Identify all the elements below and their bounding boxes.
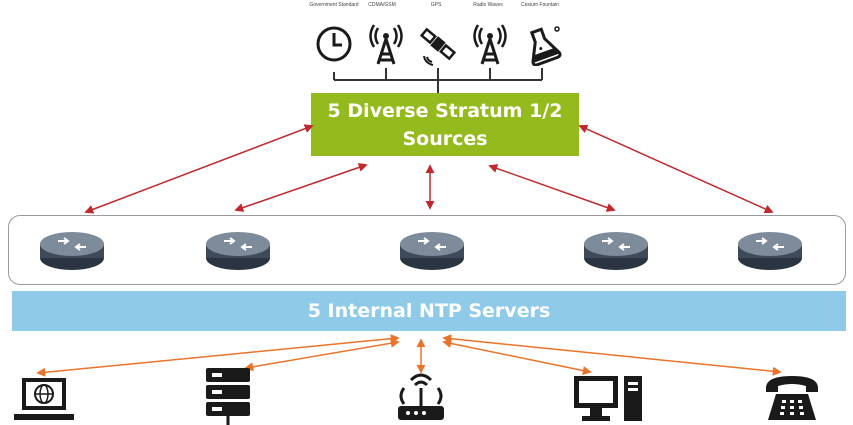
arrow-ntp-client-2: [244, 338, 400, 372]
arrow-ntp-client-4: [442, 339, 592, 375]
source-label-cesium: Cesium Fountain: [521, 2, 559, 8]
desktop-computer-icon: [574, 376, 642, 421]
antenna-icon: [473, 24, 507, 65]
source-label-cdma: CDMA/GSM: [368, 2, 396, 8]
radio-tower-icon: [369, 24, 403, 65]
laptop-globe-icon: [14, 378, 74, 420]
router-icon: [584, 232, 648, 270]
source-label-gps: GPS: [430, 2, 442, 8]
arrow-stratum-router-5: [578, 124, 774, 214]
router-icon: [40, 232, 104, 270]
stratum-sources-box: 5 Diverse Stratum 1/2 Sources: [311, 93, 579, 156]
server-rack-icon: [206, 368, 250, 425]
router-icon: [738, 232, 802, 270]
flask-icon: [529, 26, 562, 66]
source-label-radio: Radio Waves: [473, 2, 503, 8]
clock-icon: [316, 26, 352, 62]
router-icon: [400, 232, 464, 270]
arrow-stratum-router-2: [234, 163, 368, 212]
arrow-stratum-router-4: [488, 164, 616, 212]
telephone-icon: [766, 376, 818, 420]
stratum-line-2: Sources: [402, 128, 488, 150]
satellite-icon: [419, 27, 457, 66]
ntp-servers-bar: 5 Internal NTP Servers: [12, 291, 846, 331]
router-icon: [206, 232, 270, 270]
stratum-line-1: 5 Diverse Stratum 1/2: [327, 100, 563, 122]
source-label-government: Government Standard: [309, 2, 359, 8]
arrow-stratum-router-1: [84, 124, 314, 214]
wifi-router-icon: [398, 373, 444, 420]
arrow-ntp-client-5: [442, 334, 782, 376]
